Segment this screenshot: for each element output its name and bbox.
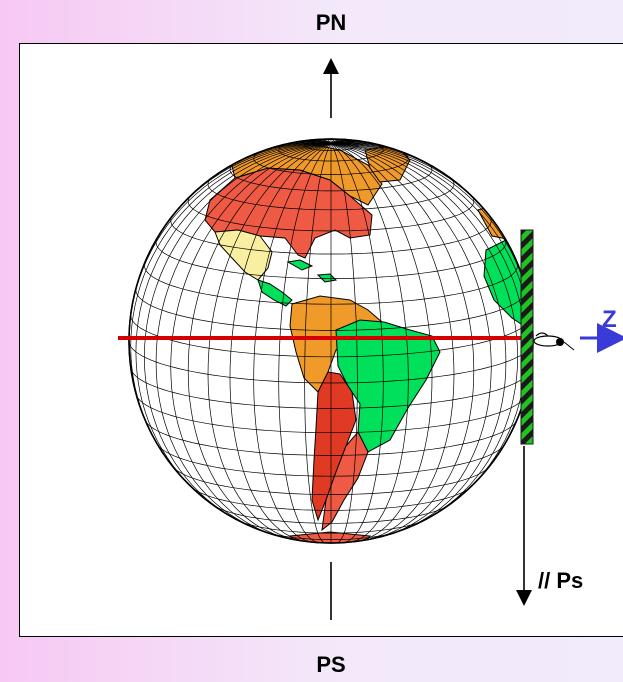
graticule [129, 139, 533, 543]
striped-barrier [521, 230, 533, 444]
probe-icon [534, 333, 574, 350]
south-pole-label: PS [0, 652, 623, 678]
north-pole-label: PN [0, 10, 623, 36]
parallel-ps-label: // Ps [538, 568, 583, 594]
globe [129, 139, 533, 548]
z-axis-label: Z [602, 306, 617, 334]
